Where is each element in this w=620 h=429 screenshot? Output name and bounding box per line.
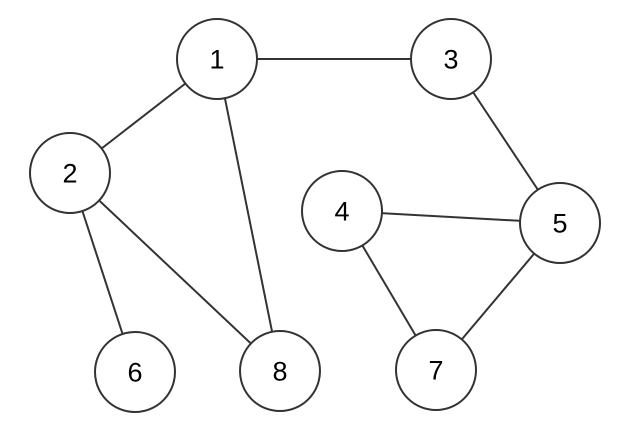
node-circle [29, 132, 111, 214]
graph-node-5[interactable]: 5 [519, 182, 601, 264]
node-circle [410, 18, 492, 100]
node-circle [519, 182, 601, 264]
graph-edge-1-8 [216, 58, 281, 372]
graph-node-8[interactable]: 8 [239, 330, 321, 412]
node-label: 8 [272, 356, 287, 386]
graph-node-4[interactable]: 4 [301, 170, 383, 252]
node-label: 7 [428, 355, 443, 385]
node-label: 2 [62, 158, 77, 188]
node-circle [301, 170, 383, 252]
node-label: 5 [552, 208, 567, 238]
node-label: 6 [127, 357, 142, 387]
graph-node-2[interactable]: 2 [29, 132, 111, 214]
graph-node-1[interactable]: 1 [176, 18, 258, 100]
graph-node-3[interactable]: 3 [410, 18, 492, 100]
graph-edge-2-8 [69, 172, 281, 372]
graph-node-7[interactable]: 7 [395, 329, 477, 411]
node-circle [94, 331, 176, 413]
node-label: 3 [443, 44, 458, 74]
node-label: 4 [334, 196, 349, 226]
graph-node-6[interactable]: 6 [94, 331, 176, 413]
node-circle [395, 329, 477, 411]
node-circle [176, 18, 258, 100]
node-label: 1 [209, 44, 224, 74]
node-circle [239, 330, 321, 412]
